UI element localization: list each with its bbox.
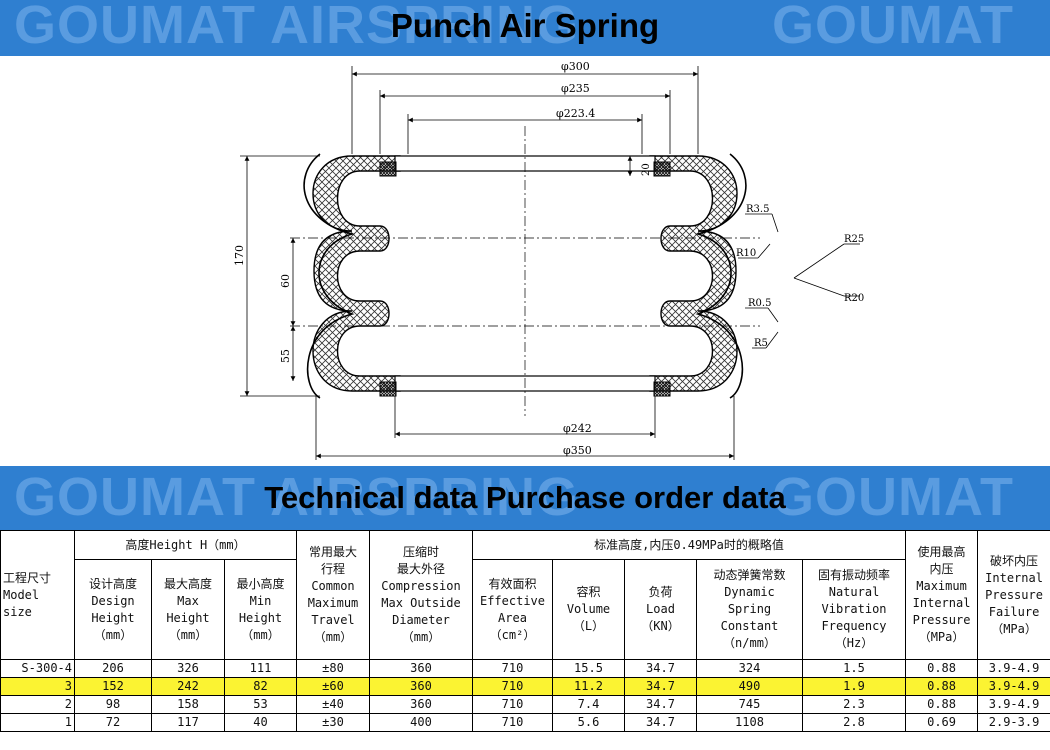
table-cell: 34.7 [624, 695, 697, 714]
table-cell: 34.7 [624, 677, 697, 696]
table-cell: 15.5 [552, 659, 625, 678]
table-cell: 2.8 [801, 713, 907, 732]
table-cell: 360 [369, 677, 473, 696]
table-cell: 324 [696, 659, 803, 678]
table-cell: 710 [472, 713, 553, 732]
table-cell: ±60 [296, 677, 370, 696]
table-cell: 326 [151, 659, 225, 678]
table-cell: ±80 [296, 659, 370, 678]
dim-h60: 60 [279, 274, 292, 288]
table-cell: 117 [151, 713, 225, 732]
watermark-left: GOUMAT AIRSPRING [14, 0, 579, 55]
dim-r35: R3.5 [746, 204, 769, 215]
table-cell: 400 [369, 713, 473, 732]
dim-h20: 20 [641, 163, 652, 176]
table-cell: 2.3 [801, 695, 907, 714]
table-cell: 710 [472, 677, 553, 696]
air-spring-drawing: φ300 φ235 φ223.4 20 170 60 55 φ242 φ350 … [233, 60, 864, 460]
table-cell: 3.9-4.9 [977, 677, 1050, 696]
title-banner: GOUMAT AIRSPRING GOUMAT Punch Air Spring [0, 0, 1050, 56]
table-cell: 0.88 [905, 659, 979, 678]
table-cell: ±40 [296, 695, 370, 714]
dim-r20: R20 [844, 293, 864, 304]
page-title: Punch Air Spring [390, 7, 660, 44]
table-cell: 5.6 [552, 713, 625, 732]
header-standard-group: 标准高度,内压0.49MPa时的概略值 [471, 529, 907, 561]
table-cell: 40 [224, 713, 297, 732]
table-cell: 1.5 [801, 659, 907, 678]
dim-r25: R25 [844, 234, 864, 245]
section-title: Technical data Purchase order data [264, 480, 786, 515]
table-cell: 11.2 [552, 677, 625, 696]
table-cell: 3 [0, 677, 75, 696]
table-cell: 490 [696, 677, 803, 696]
table-cell: 0.88 [905, 695, 979, 714]
watermark-left: GOUMAT AIRSPRING [14, 467, 579, 527]
table-cell: 1108 [696, 713, 803, 732]
watermark-right: GOUMAT [772, 0, 1014, 55]
table-cell: 1.9 [801, 677, 907, 696]
dim-d300: φ300 [561, 60, 590, 73]
table-cell: ±30 [296, 713, 370, 732]
table-cell: 34.7 [624, 713, 697, 732]
table-cell: 360 [369, 659, 473, 678]
table-cell: 745 [696, 695, 803, 714]
dim-r5: R5 [754, 338, 768, 349]
table-cell: 3.9-4.9 [977, 659, 1050, 678]
table-cell: 2 [0, 695, 75, 714]
table-cell: 2.9-3.9 [977, 713, 1050, 732]
section-banner: GOUMAT AIRSPRING GOUMAT Technical data P… [0, 466, 1050, 530]
table-cell: 98 [74, 695, 152, 714]
table-cell: 72 [74, 713, 152, 732]
table-cell: 242 [151, 677, 225, 696]
table-cell: 111 [224, 659, 297, 678]
dim-d350: φ350 [563, 444, 592, 457]
dim-h55: 55 [279, 349, 292, 363]
table-cell: 0.69 [905, 713, 979, 732]
table-cell: 0.88 [905, 677, 979, 696]
table-cell: 34.7 [624, 659, 697, 678]
watermark-right: GOUMAT [772, 467, 1014, 527]
table-cell: 53 [224, 695, 297, 714]
dim-r10: R10 [736, 248, 756, 259]
dim-d235: φ235 [561, 82, 590, 95]
header-height-group: 高度Height H（mm） [74, 529, 297, 561]
table-cell: 158 [151, 695, 225, 714]
table-cell: 7.4 [552, 695, 625, 714]
table-cell: S-300-4 [0, 659, 75, 678]
dim-r05: R0.5 [748, 298, 771, 309]
table-cell: 3.9-4.9 [977, 695, 1050, 714]
table-cell: 206 [74, 659, 152, 678]
table-cell: 82 [224, 677, 297, 696]
dim-h170: 170 [233, 245, 246, 266]
bellows-section [312, 155, 738, 392]
dim-d223: φ223.4 [556, 107, 595, 120]
table-cell: 152 [74, 677, 152, 696]
table-cell: 360 [369, 695, 473, 714]
dim-d242: φ242 [563, 422, 592, 435]
table-cell: 1 [0, 713, 75, 732]
table-cell: 710 [472, 695, 553, 714]
table-cell: 710 [472, 659, 553, 678]
